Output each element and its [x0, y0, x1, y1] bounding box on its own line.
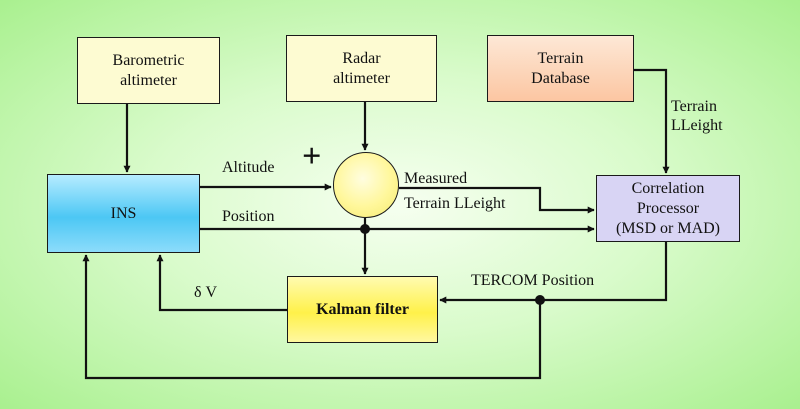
correlation-processor-block: Correlation Processor (MSD or MAD)	[596, 175, 740, 242]
junction-dot-tercom	[535, 295, 545, 305]
arrow-terrain-to-correlation	[634, 68, 670, 174]
terrain-database-block: Terrain Database	[487, 35, 634, 102]
ins-block: INS	[47, 174, 200, 253]
arrow-measured-to-correlation	[399, 186, 595, 214]
arrow-deltav-to-ins	[156, 254, 287, 312]
arrow-tercom-to-kalman	[439, 242, 668, 304]
measured-terrain-height-label: Measured Terrain LLeight	[404, 170, 506, 212]
ins-label: INS	[110, 204, 137, 222]
delta-v-label: δ V	[194, 284, 218, 301]
tercom-position-label: TERCOM Position	[471, 272, 595, 289]
radar-altimeter-label: Radar altimeter	[333, 49, 390, 87]
barometric-altimeter-block: Barometric altimeter	[77, 37, 220, 104]
junction-dot-position	[360, 224, 370, 234]
terrain-height-label: Terrain LLeight	[671, 98, 723, 134]
correlation-processor-label: Correlation Processor (MSD or MAD)	[616, 179, 720, 237]
terrain-database-label: Terrain Database	[531, 49, 590, 87]
position-label: Position	[222, 208, 275, 225]
barometric-altimeter-label: Barometric altimeter	[112, 51, 185, 89]
plus-sign-label: +	[302, 138, 322, 175]
summing-junction	[333, 152, 399, 218]
kalman-filter-label: Kalman filter	[316, 300, 409, 318]
altitude-label: Altitude	[222, 159, 275, 176]
arrow-feedback-to-ins	[82, 254, 542, 380]
kalman-filter-block: Kalman filter	[287, 276, 438, 343]
radar-altimeter-block: Radar altimeter	[286, 35, 437, 102]
